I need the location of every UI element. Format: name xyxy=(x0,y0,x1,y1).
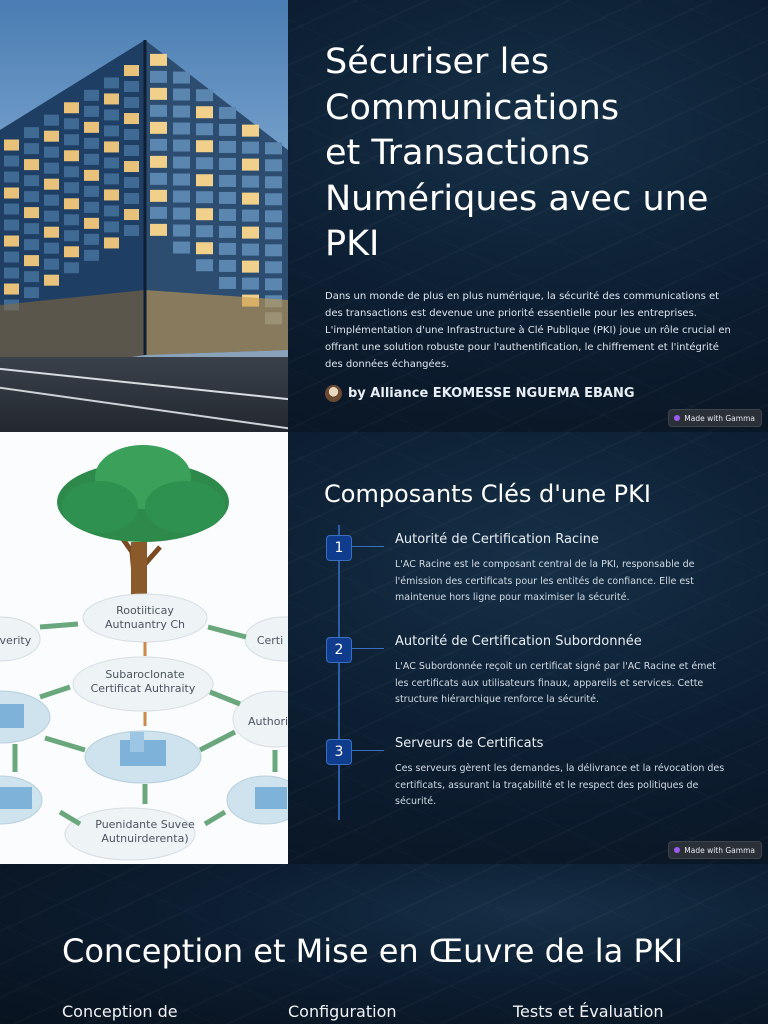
diagram-label: everity xyxy=(0,634,32,647)
diagram-label: Subaroclonate xyxy=(105,668,185,681)
intro-description: Dans un monde de plus en plus numérique,… xyxy=(325,290,731,370)
step-connector xyxy=(351,648,384,649)
badge-label: Made with Gamma xyxy=(684,845,755,855)
timeline-line xyxy=(338,525,340,820)
made-with-gamma-badge[interactable]: Made with Gamma xyxy=(668,409,762,427)
title-line: et Transactions xyxy=(325,133,590,173)
author-name: by Alliance EKOMESSE NGUEMA EBANG xyxy=(348,385,635,401)
step-text: L'AC Subordonnée reçoit un certificat si… xyxy=(395,661,716,705)
gamma-logo-icon xyxy=(674,847,681,853)
section-title: Composants Clés d'une PKI xyxy=(324,480,651,508)
diagram-label: Puenidante Suvee xyxy=(95,818,195,831)
step-connector xyxy=(351,750,384,751)
office-building-illustration xyxy=(0,40,288,375)
diagram-label: Authori xyxy=(248,715,288,728)
diagram-label: Rootiiticay xyxy=(116,604,174,617)
diagram-label: Certi xyxy=(257,634,283,647)
column-heading: Tests et Évaluation xyxy=(513,1002,664,1021)
slide-title: Sécuriser les Communications et Transact… xyxy=(0,0,768,432)
diagram-label: Autnuantry Ch xyxy=(105,618,185,631)
step-title: Autorité de Certification Racine xyxy=(395,532,599,547)
badge-label: Made with Gamma xyxy=(684,413,755,423)
title-line: Communications xyxy=(325,87,620,128)
pki-hierarchy-diagram: Rootiiticay Autnuantry Ch Subaroclonate … xyxy=(0,432,288,864)
pki-tree-illustration: Rootiiticay Autnuantry Ch Subaroclonate … xyxy=(0,445,288,861)
title-line: Numériques avec une xyxy=(325,178,709,219)
made-with-gamma-badge[interactable]: Made with Gamma xyxy=(668,841,762,859)
step-title: Autorité de Certification Subordonnée xyxy=(395,634,642,649)
step-number: 3 xyxy=(326,739,352,765)
step-title: Serveurs de Certificats xyxy=(395,736,544,751)
column-heading: Configuration xyxy=(288,1002,397,1021)
gamma-logo-icon xyxy=(674,415,681,421)
step-text: Ces serveurs gèrent les demandes, la dél… xyxy=(395,763,725,807)
title-line: PKI xyxy=(325,224,380,264)
building-photo xyxy=(0,0,288,432)
section-title: Conception et Mise en Œuvre de la PKI xyxy=(62,932,684,970)
slide-design: Conception et Mise en Œuvre de la PKI Co… xyxy=(0,864,768,1024)
diagram-label: Autnuirderenta) xyxy=(101,832,188,845)
column-heading: Conception de xyxy=(62,1002,178,1021)
step-text: L'AC Racine est le composant central de … xyxy=(395,559,695,603)
step-connector xyxy=(351,546,384,547)
step-number: 2 xyxy=(326,637,352,663)
diagram-label: Certificat Authraity xyxy=(91,682,196,695)
page-title: Sécuriser les Communications et Transact… xyxy=(325,40,735,268)
step-number: 1 xyxy=(326,535,352,561)
avatar xyxy=(325,384,342,402)
title-line: Sécuriser les xyxy=(325,42,550,82)
author-byline: by Alliance EKOMESSE NGUEMA EBANG xyxy=(325,384,735,402)
slide-components: Rootiiticay Autnuantry Ch Subaroclonate … xyxy=(0,432,768,864)
